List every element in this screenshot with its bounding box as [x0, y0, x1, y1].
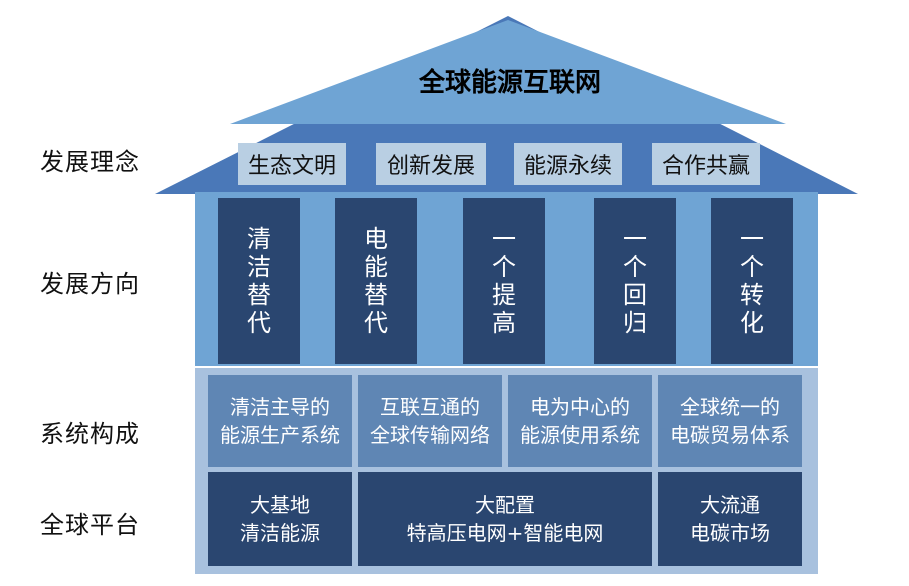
pillar-char: 代 — [247, 309, 271, 337]
platform-line: 电碳市场 — [690, 521, 770, 545]
pillar-char: 提 — [492, 281, 516, 309]
system-line: 电碳贸易体系 — [670, 423, 790, 447]
direction-pillar: 一 个 提 高 — [463, 198, 545, 364]
pillar-char: 代 — [364, 309, 388, 337]
platform-line: 大配置 — [475, 493, 535, 517]
system-line: 互联互通的 — [380, 395, 480, 419]
platform-box: 大流通 电碳市场 — [658, 472, 802, 566]
platform-line: 特高压电网+智能电网 — [406, 521, 604, 545]
platform-line: 清洁能源 — [240, 521, 320, 545]
pillar-char: 转 — [740, 281, 764, 309]
row-label-concept: 发展理念 — [40, 148, 140, 176]
pillar-char: 个 — [623, 253, 647, 281]
concept-box: 生态文明 — [238, 143, 346, 185]
pillar-char: 电 — [364, 225, 388, 253]
direction-pillar: 电 能 替 代 — [335, 198, 417, 364]
system-line: 能源使用系统 — [520, 423, 640, 447]
pillar-char: 清 — [247, 225, 271, 253]
system-box: 清洁主导的 能源生产系统 — [208, 375, 352, 467]
system-box: 互联互通的 全球传输网络 — [358, 375, 502, 467]
system-line: 电为中心的 — [530, 395, 630, 419]
concept-box: 合作共赢 — [652, 143, 760, 185]
page-title: 全球能源互联网 — [418, 68, 601, 98]
pillar-char: 一 — [492, 225, 516, 253]
row-label-direction: 发展方向 — [40, 270, 140, 298]
pillar-char: 归 — [623, 309, 647, 337]
pillar-char: 替 — [247, 281, 271, 309]
pillar-char: 化 — [740, 309, 764, 337]
system-box: 全球统一的 电碳贸易体系 — [658, 375, 802, 467]
pillar-char: 高 — [492, 309, 516, 337]
platform-box: 大基地 清洁能源 — [208, 472, 352, 566]
concept-box: 能源永续 — [514, 143, 622, 185]
pillar-char: 回 — [623, 281, 647, 309]
system-box: 电为中心的 能源使用系统 — [508, 375, 652, 467]
direction-pillar: 一 个 转 化 — [711, 198, 793, 364]
pillar-char: 替 — [364, 281, 388, 309]
system-line: 清洁主导的 — [230, 395, 330, 419]
platform-box: 大配置 特高压电网+智能电网 — [358, 472, 652, 566]
direction-pillar: 清 洁 替 代 — [218, 198, 300, 364]
system-line: 能源生产系统 — [220, 423, 340, 447]
row-label-platform: 全球平台 — [40, 511, 140, 539]
pillar-char: 个 — [492, 253, 516, 281]
roof-front — [230, 20, 786, 124]
platform-line: 大基地 — [250, 493, 310, 517]
pillar-char: 洁 — [247, 253, 271, 281]
platform-line: 大流通 — [700, 493, 760, 517]
system-line: 全球传输网络 — [370, 423, 490, 447]
row-label-system: 系统构成 — [40, 420, 140, 448]
pillar-char: 一 — [740, 225, 764, 253]
pillar-char: 个 — [740, 253, 764, 281]
direction-pillar: 一 个 回 归 — [594, 198, 676, 364]
pillar-char: 一 — [623, 225, 647, 253]
concept-box: 创新发展 — [376, 143, 486, 185]
pillar-char: 能 — [364, 253, 388, 281]
system-line: 全球统一的 — [680, 395, 780, 419]
